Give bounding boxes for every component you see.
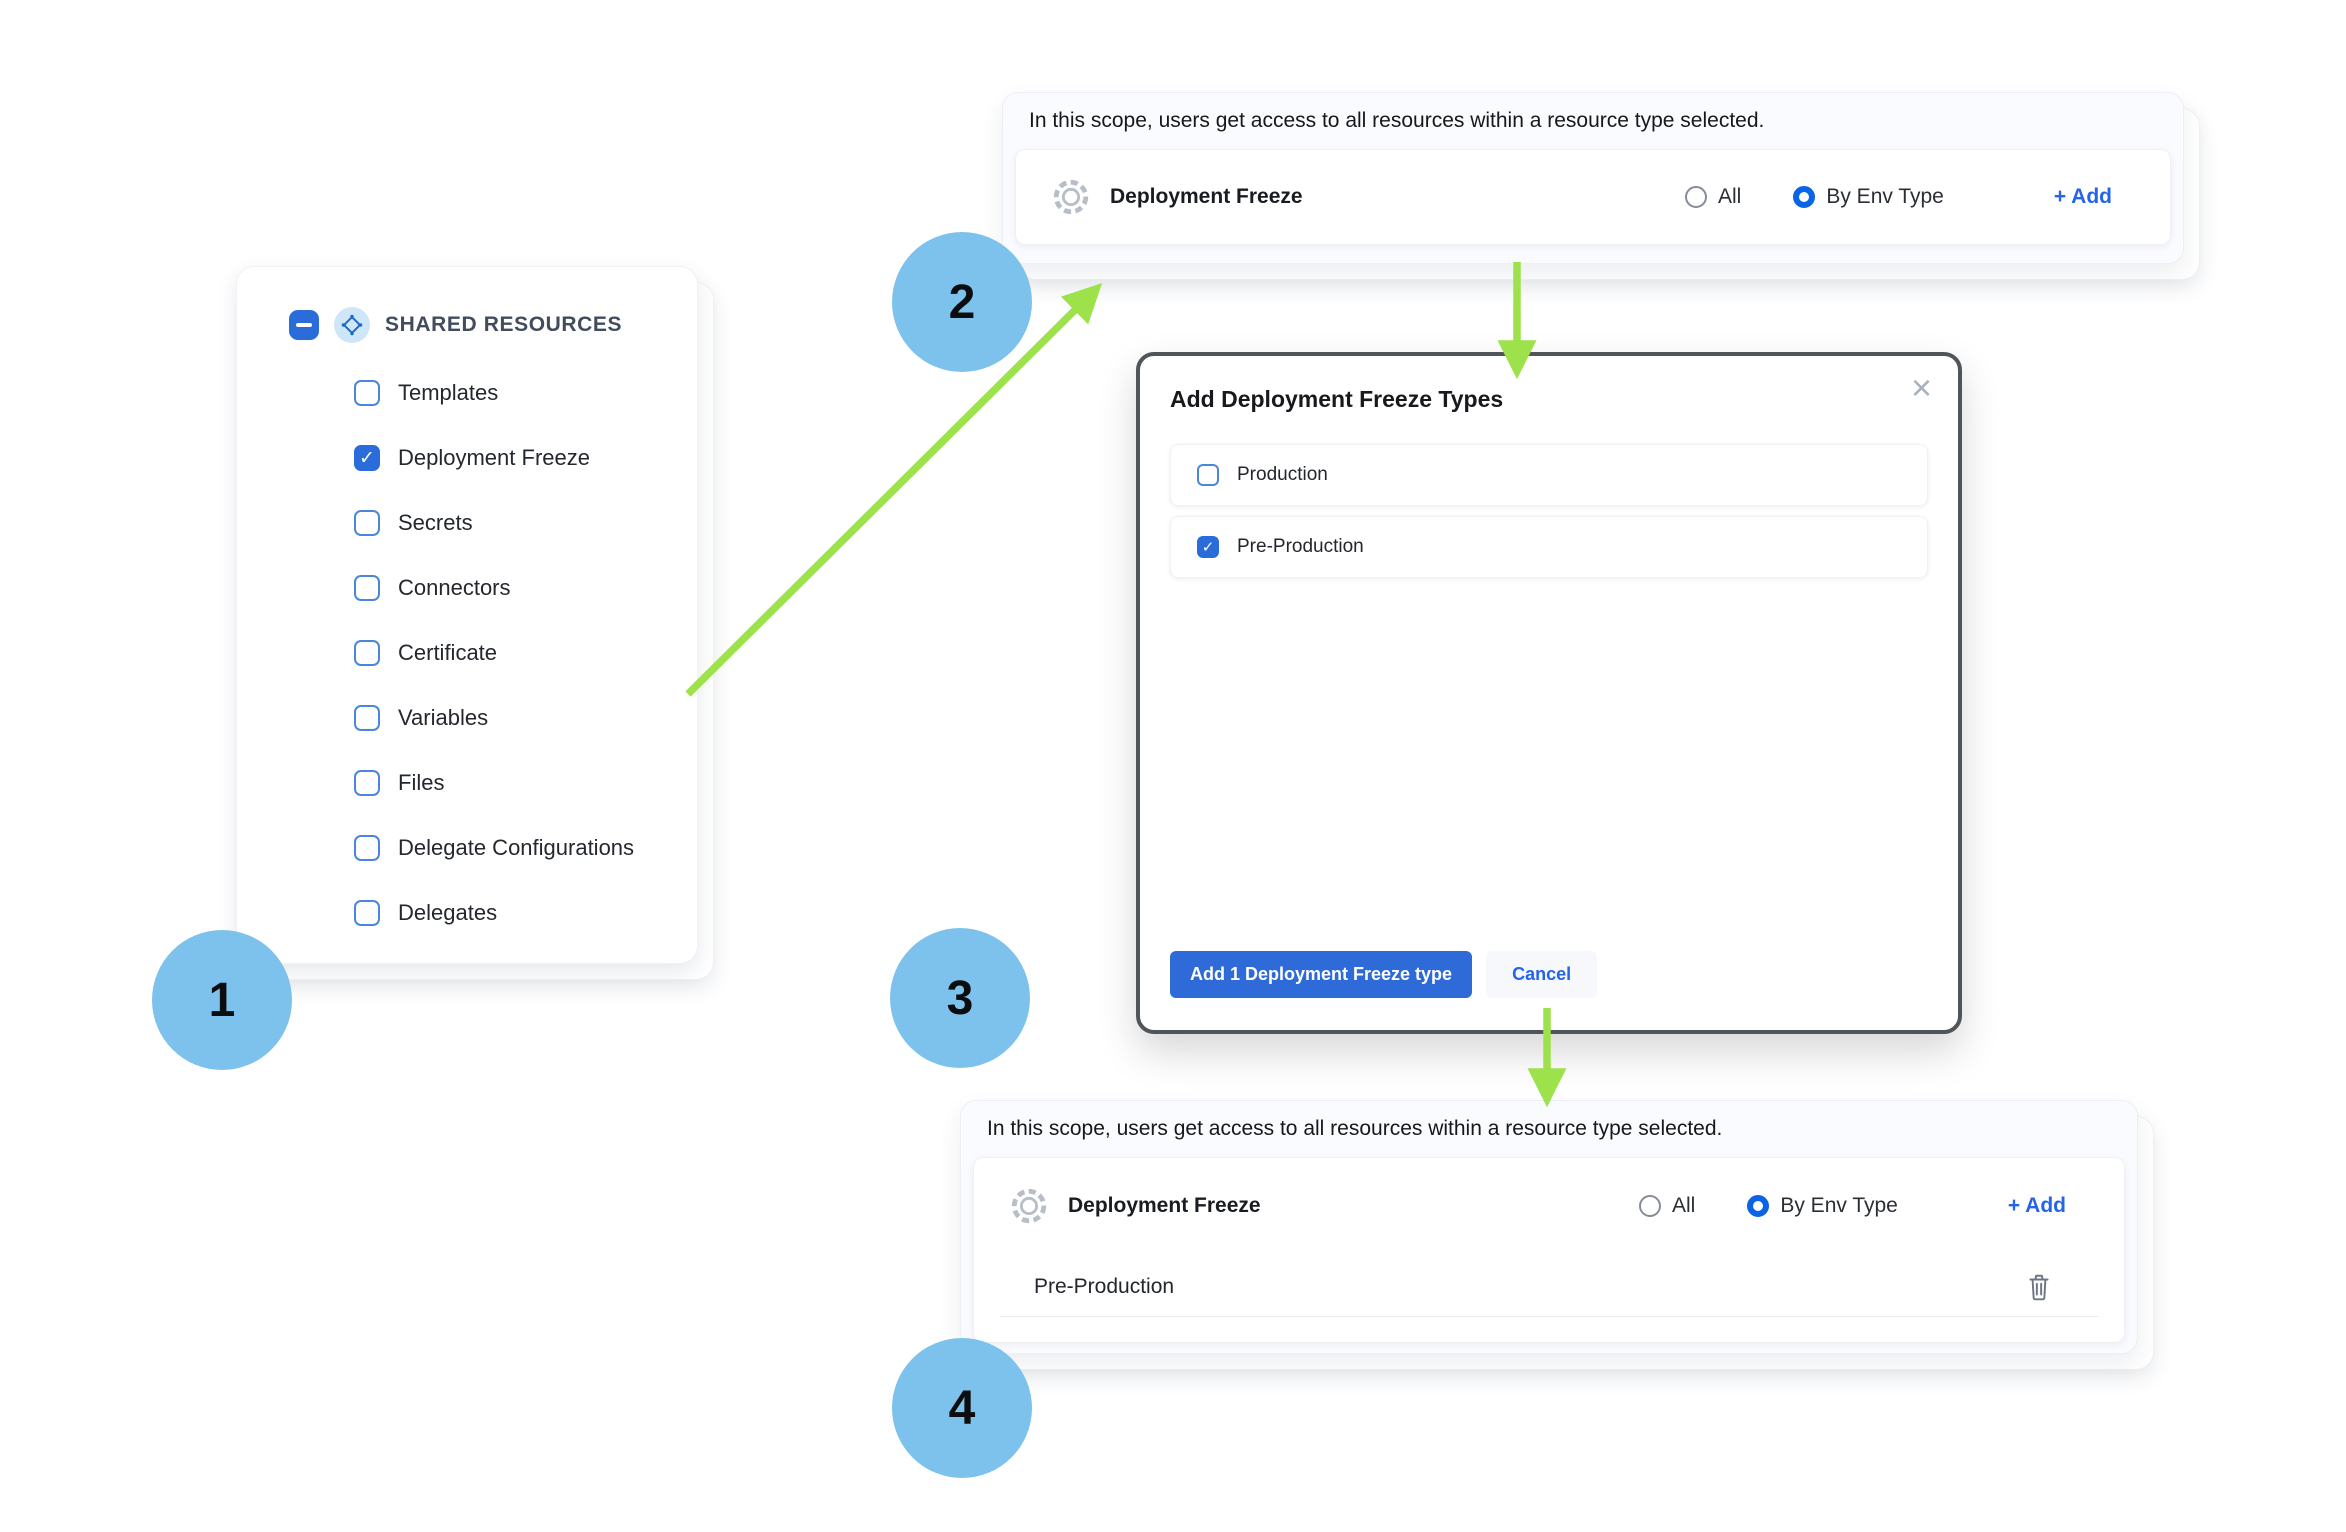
modal-option-pre-production[interactable]: Pre-Production <box>1170 516 1928 578</box>
modal-option-label[interactable]: Pre-Production <box>1237 536 1364 557</box>
checkbox[interactable] <box>354 900 380 926</box>
step-number: 1 <box>208 973 236 1027</box>
modal-option-production[interactable]: Production <box>1170 444 1928 506</box>
radio-all-label[interactable]: All <box>1672 1194 1696 1217</box>
modal-title: Add Deployment Freeze Types <box>1170 386 1504 412</box>
radio-all[interactable] <box>1685 186 1707 208</box>
tree-item-label[interactable]: Certificate <box>398 640 498 665</box>
checkbox[interactable] <box>354 770 380 796</box>
shared-resources-title: SHARED RESOURCES <box>385 313 623 336</box>
tree-item-delegates[interactable]: Delegates <box>354 899 634 927</box>
deployment-freeze-card: Deployment Freeze All By Env Type + Add … <box>973 1157 2125 1343</box>
checkbox[interactable] <box>354 445 380 471</box>
scope-description: In this scope, users get access to all r… <box>1029 109 1765 132</box>
gear-icon <box>1050 176 1092 218</box>
tree-item-variables[interactable]: Variables <box>354 704 634 732</box>
trash-icon[interactable] <box>2024 1271 2054 1303</box>
cancel-button[interactable]: Cancel <box>1486 951 1598 998</box>
deployment-freeze-row: Deployment Freeze All By Env Type + Add <box>1015 149 2171 245</box>
modal-footer: Add 1 Deployment Freeze type Cancel <box>1170 951 1598 998</box>
checkbox[interactable] <box>354 835 380 861</box>
scope-description: In this scope, users get access to all r… <box>987 1117 1723 1140</box>
tree-item-secrets[interactable]: Secrets <box>354 509 634 537</box>
step-badge-4: 4 <box>892 1338 1032 1478</box>
add-button[interactable]: + Add <box>2053 185 2112 208</box>
checkbox[interactable] <box>1197 464 1219 486</box>
checkbox[interactable] <box>354 380 380 406</box>
tree-item-label[interactable]: Delegate Configurations <box>398 835 635 860</box>
close-icon[interactable]: × <box>1910 367 1932 408</box>
resource-type-label: Deployment Freeze <box>1110 185 1303 208</box>
step-number: 2 <box>948 275 976 329</box>
step-badge-2: 2 <box>892 232 1032 372</box>
scope-panel-top: In this scope, users get access to all r… <box>1002 92 2184 264</box>
selected-type-label: Pre-Production <box>1034 1275 1175 1298</box>
radio-option-all[interactable]: All <box>1685 185 1741 209</box>
radio-option-all[interactable]: All <box>1639 1194 1695 1218</box>
resource-tree-list: Templates Deployment Freeze Secrets Conn… <box>354 379 634 927</box>
shared-resources-icon <box>334 307 370 343</box>
row-divider <box>1000 1316 2098 1317</box>
tree-item-templates[interactable]: Templates <box>354 379 634 407</box>
tree-item-label[interactable]: Variables <box>398 705 489 730</box>
tree-item-label[interactable]: Connectors <box>398 575 511 600</box>
shared-resources-header: SHARED RESOURCES <box>289 307 622 343</box>
modal-option-label[interactable]: Production <box>1237 464 1328 485</box>
tree-item-delegate-configurations[interactable]: Delegate Configurations <box>354 834 634 862</box>
tree-item-label[interactable]: Secrets <box>398 510 473 535</box>
row-controls: All By Env Type + Add <box>1685 150 2112 244</box>
checkbox[interactable] <box>1197 536 1219 558</box>
tree-item-label[interactable]: Files <box>398 770 445 795</box>
modal-option-list: Production Pre-Production <box>1170 444 1928 578</box>
gear-icon <box>1008 1185 1050 1227</box>
row-controls: All By Env Type + Add <box>1639 1158 2066 1254</box>
radio-by-env-type-label[interactable]: By Env Type <box>1780 1194 1898 1217</box>
checkbox[interactable] <box>354 705 380 731</box>
add-button[interactable]: + Add <box>2007 1194 2066 1217</box>
checkbox[interactable] <box>354 640 380 666</box>
tree-item-files[interactable]: Files <box>354 769 634 797</box>
add-deployment-freeze-types-modal: Add Deployment Freeze Types × Production… <box>1136 352 1962 1034</box>
radio-option-by-env-type[interactable]: By Env Type <box>1747 1194 1898 1218</box>
add-deployment-freeze-type-button[interactable]: Add 1 Deployment Freeze type <box>1170 951 1473 998</box>
tree-item-label[interactable]: Deployment Freeze <box>398 445 590 470</box>
scope-panel-bottom: In this scope, users get access to all r… <box>960 1100 2138 1354</box>
tree-item-connectors[interactable]: Connectors <box>354 574 634 602</box>
step-badge-3: 3 <box>890 928 1030 1068</box>
step-number: 3 <box>946 971 974 1025</box>
resource-type-label: Deployment Freeze <box>1068 1194 1261 1217</box>
radio-all-label[interactable]: All <box>1718 185 1742 208</box>
step-badge-1: 1 <box>152 930 292 1070</box>
radio-by-env-type[interactable] <box>1793 186 1816 208</box>
collapse-minus-icon[interactable] <box>289 310 319 340</box>
radio-by-env-type-label[interactable]: By Env Type <box>1826 185 1944 208</box>
radio-option-by-env-type[interactable]: By Env Type <box>1793 185 1944 209</box>
radio-all[interactable] <box>1639 1195 1661 1217</box>
shared-resources-panel: SHARED RESOURCES Templates Deployment Fr… <box>236 266 698 964</box>
tree-item-certificate[interactable]: Certificate <box>354 639 634 667</box>
tree-item-deployment-freeze[interactable]: Deployment Freeze <box>354 444 634 472</box>
row-main: Deployment Freeze <box>1008 1158 1261 1254</box>
step-number: 4 <box>948 1381 976 1435</box>
radio-by-env-type[interactable] <box>1747 1195 1770 1217</box>
tree-item-label[interactable]: Delegates <box>398 900 498 925</box>
tree-item-label[interactable]: Templates <box>398 380 499 405</box>
checkbox[interactable] <box>354 510 380 536</box>
selected-type-row: Pre-Production <box>1034 1259 2054 1315</box>
checkbox[interactable] <box>354 575 380 601</box>
arrow-step1-to-step2 <box>685 283 1103 697</box>
